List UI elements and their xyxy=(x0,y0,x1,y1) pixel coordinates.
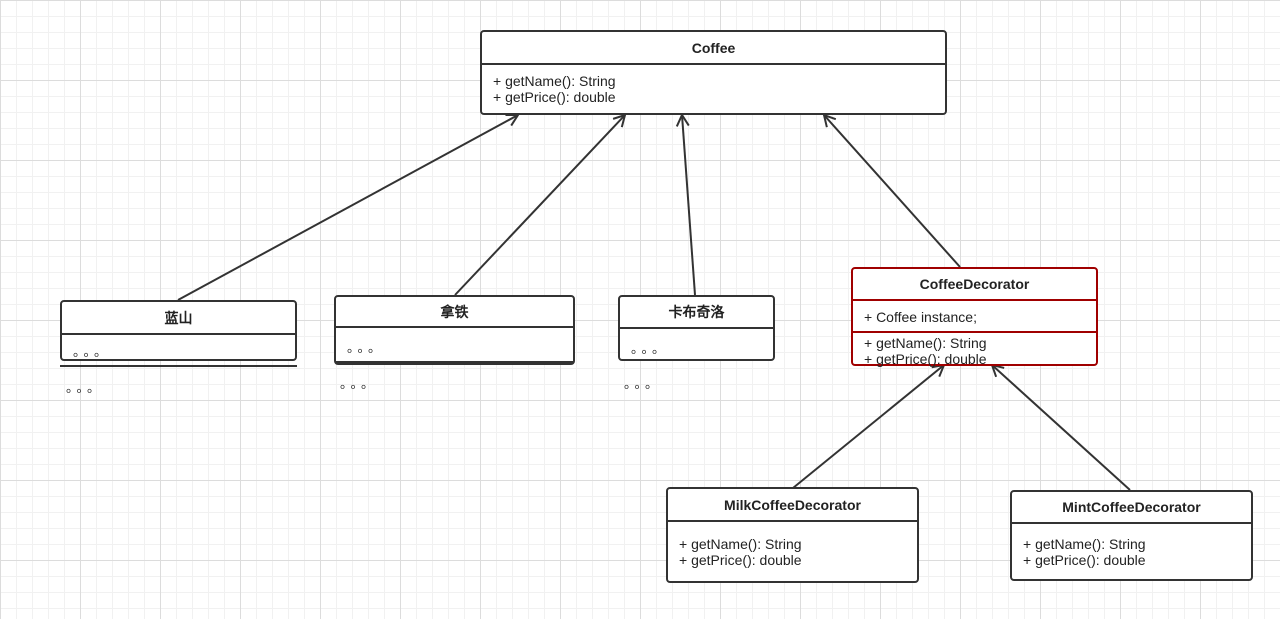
fields-section: + Coffee instance; xyxy=(853,301,1096,333)
class-mint-coffee-decorator[interactable]: MintCoffeeDecorator + getName(): String … xyxy=(1010,490,1253,581)
arrow-decorator-to-coffee xyxy=(824,115,961,268)
methods-section: + getName(): String + getPrice(): double xyxy=(668,522,917,568)
methods-section: + getName(): String + getPrice(): double xyxy=(482,65,945,105)
methods-section: + getName(): String + getPrice(): double xyxy=(1012,524,1251,568)
class-coffee[interactable]: Coffee + getName(): String + getPrice():… xyxy=(480,30,947,115)
methods-section: + getName(): String + getPrice(): double xyxy=(853,333,1096,367)
arrow-milk-to-decorator xyxy=(792,365,944,489)
class-body: 。。。 xyxy=(62,335,295,360)
class-body: 。。。 xyxy=(620,329,773,357)
ellipsis: 。。。 xyxy=(66,380,105,395)
class-name: MintCoffeeDecorator xyxy=(1012,492,1251,524)
method: + getName(): String xyxy=(679,536,802,552)
class-name: CoffeeDecorator xyxy=(853,269,1096,301)
class-name: 蓝山 xyxy=(62,302,295,335)
method: + getPrice(): double xyxy=(1023,552,1146,568)
method: + getPrice(): double xyxy=(864,351,987,367)
class-milk-coffee-decorator[interactable]: MilkCoffeeDecorator + getName(): String … xyxy=(666,487,919,583)
ellipsis: 。。。 xyxy=(624,376,663,391)
ellipsis: 。。。 xyxy=(631,341,670,356)
class-blue-mountain[interactable]: 蓝山 。。。 xyxy=(60,300,297,361)
ellipsis: 。。。 xyxy=(347,340,386,355)
method: + getName(): String xyxy=(1023,536,1146,552)
arrow-mint-to-decorator xyxy=(992,365,1131,491)
class-name: Coffee xyxy=(482,32,945,65)
class-cappuccino[interactable]: 卡布奇洛 。。。 xyxy=(618,295,775,361)
class-name: 卡布奇洛 xyxy=(620,297,773,329)
arrow-latte-to-coffee xyxy=(454,115,625,296)
class-body: 。。。 xyxy=(336,328,573,363)
field: + Coffee instance; xyxy=(864,309,977,325)
divider-line xyxy=(60,365,297,367)
arrow-cappuccino-to-coffee xyxy=(682,115,696,296)
method: + getPrice(): double xyxy=(679,552,802,568)
class-latte[interactable]: 拿铁 。。。 xyxy=(334,295,575,365)
class-name: 拿铁 xyxy=(336,297,573,328)
method: + getName(): String xyxy=(493,73,616,89)
class-name: MilkCoffeeDecorator xyxy=(668,489,917,522)
arrow-blue-mountain-to-coffee xyxy=(177,115,518,301)
method: + getName(): String xyxy=(864,335,987,351)
ellipsis: 。。。 xyxy=(73,344,112,359)
class-coffee-decorator[interactable]: CoffeeDecorator + Coffee instance; + get… xyxy=(851,267,1098,367)
method: + getPrice(): double xyxy=(493,89,616,105)
ellipsis: 。。。 xyxy=(340,376,379,391)
